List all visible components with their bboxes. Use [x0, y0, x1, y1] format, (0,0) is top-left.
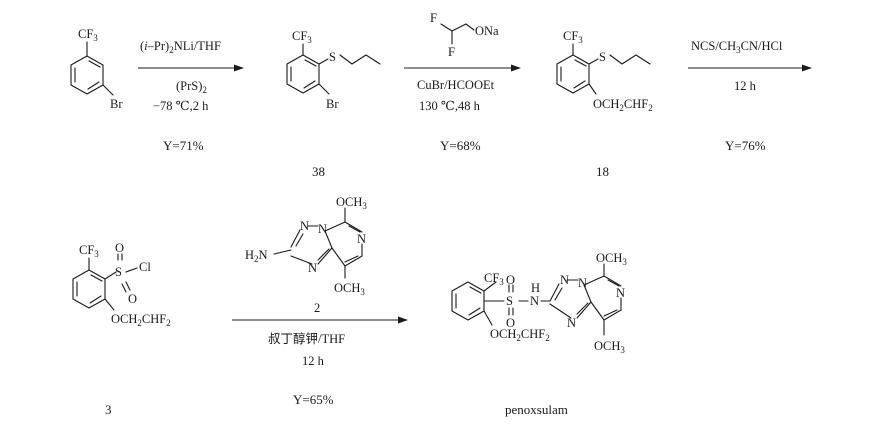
svg-text:S: S: [329, 50, 336, 64]
reagent-sodium-difluoroethoxide: F F ONa: [430, 11, 499, 59]
svg-text:(PrS)2: (PrS)2: [176, 79, 207, 95]
svg-text:N: N: [567, 316, 576, 330]
svg-text:O: O: [128, 292, 137, 306]
reaction-step-3: NCS/CH3CN/HCl 12 h Y=76%: [688, 39, 812, 153]
svg-text:S: S: [506, 294, 513, 308]
step4-yield: Y=65%: [293, 392, 334, 407]
step4-reagent-number: 2: [314, 301, 320, 315]
step2-yield: Y=68%: [440, 138, 481, 153]
molecule-38: CF3 S Br 38: [286, 29, 381, 179]
compound-3-label: 3: [105, 402, 112, 417]
svg-text:ONa: ONa: [475, 24, 499, 38]
svg-text:OCH3: OCH3: [336, 195, 367, 211]
svg-text:12 h: 12 h: [302, 354, 325, 368]
reaction-step-1: (i–Pr)2NLi/THF (PrS)2 −78 ℃,2 h Y=71%: [138, 39, 244, 153]
cf3-label: CF: [78, 27, 93, 41]
molecule-3: CF3 S O O Cl OCH2CHF2 3: [72, 241, 171, 417]
svg-text:N: N: [308, 261, 317, 275]
svg-text:N: N: [578, 276, 587, 290]
svg-text:OCH3: OCH3: [594, 339, 625, 355]
svg-text:S: S: [115, 265, 122, 279]
svg-text:OCH2CHF2: OCH2CHF2: [593, 97, 653, 113]
br-label: Br: [110, 97, 123, 111]
svg-text:130 ℃,48 h: 130 ℃,48 h: [419, 99, 481, 113]
svg-text:N: N: [318, 222, 327, 236]
svg-text:(i–Pr)2NLi/THF: (i–Pr)2NLi/THF: [140, 39, 221, 55]
svg-text:CF3: CF3: [563, 29, 583, 45]
svg-text:O: O: [506, 273, 515, 287]
svg-text:Cl: Cl: [139, 260, 151, 274]
svg-text:S: S: [599, 50, 606, 64]
compound-38-label: 38: [312, 164, 325, 179]
svg-text:O: O: [115, 241, 124, 255]
svg-text:OCH3: OCH3: [334, 281, 365, 297]
svg-text:CF3: CF3: [292, 29, 312, 45]
svg-text:CF3: CF3: [79, 243, 99, 259]
svg-text:O: O: [506, 316, 515, 330]
svg-text:CF3: CF3: [484, 271, 504, 287]
svg-text:12 h: 12 h: [734, 79, 757, 93]
step4-base: 叔丁醇钾/THF: [268, 331, 345, 346]
step1-yield: Y=71%: [163, 138, 204, 153]
svg-text:N: N: [530, 294, 539, 308]
compound-18-label: 18: [596, 164, 609, 179]
reaction-step-4: 2 叔丁醇钾/THF 12 h Y=65%: [232, 301, 408, 407]
penoxsulam-label: penoxsulam: [505, 402, 568, 417]
svg-text:F: F: [448, 45, 455, 59]
svg-text:CF3: CF3: [78, 27, 98, 43]
svg-text:H2N: H2N: [245, 248, 268, 264]
svg-text:CuBr/HCOOEt: CuBr/HCOOEt: [417, 78, 495, 92]
reaction-step-2: CuBr/HCOOEt 130 ℃,48 h Y=68%: [404, 64, 521, 153]
svg-text:OCH2CHF2: OCH2CHF2: [490, 327, 550, 343]
svg-text:H: H: [531, 281, 540, 295]
svg-text:N: N: [616, 286, 625, 300]
svg-text:NCS/CH3CN/HCl: NCS/CH3CN/HCl: [691, 39, 783, 55]
svg-text:OCH3: OCH3: [596, 251, 627, 267]
svg-text:N: N: [357, 232, 366, 246]
molecule-18: CF3 S OCH2CHF2 18: [556, 29, 653, 179]
svg-text:N: N: [300, 219, 309, 233]
svg-text:Br: Br: [326, 97, 339, 111]
svg-text:F: F: [430, 11, 437, 25]
molecule-2: H2N N N N N OCH3 OCH3: [245, 195, 367, 297]
molecule-starting-material: CF3 Br: [70, 27, 123, 111]
svg-text:OCH2CHF2: OCH2CHF2: [111, 312, 171, 328]
molecule-penoxsulam: CF3 S O O H N N N N N OCH3: [451, 251, 627, 417]
step3-yield: Y=76%: [725, 138, 766, 153]
step1-temperature: −78 ℃,2 h: [153, 99, 209, 113]
svg-text:N: N: [560, 273, 569, 287]
